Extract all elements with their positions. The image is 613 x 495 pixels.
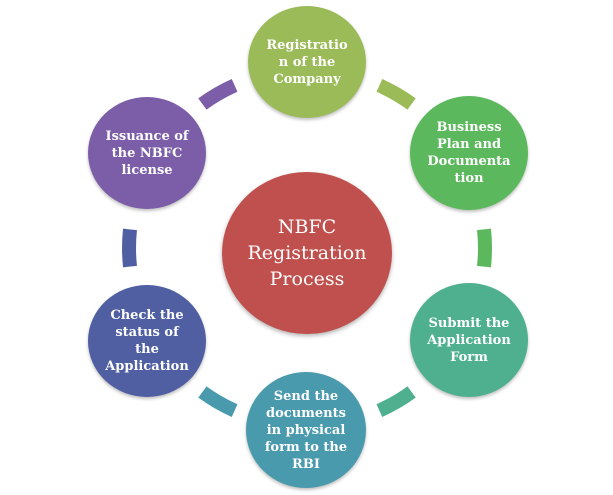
connector-check-status-to-issuance	[122, 228, 137, 268]
step-submit-application-form: Submit the Application Form	[410, 283, 528, 397]
step-business-plan-and-documentation: Business Plan and Documenta tion	[410, 96, 528, 210]
connector-business-plan-to-submit-form	[477, 228, 492, 268]
center-process-title: NBFC Registration Process	[222, 172, 392, 334]
step-send-documents-to-rbi: Send the documents in physical form to t…	[246, 372, 366, 488]
step-issuance-of-license: Issuance of the NBFC license	[88, 97, 206, 209]
connector-registration-to-business-plan	[376, 79, 416, 110]
step-check-application-status: Check the status of the Application	[88, 285, 206, 397]
connector-send-documents-to-check-status	[198, 386, 238, 417]
connector-submit-form-to-send-documents	[376, 386, 416, 417]
connector-issuance-to-registration	[198, 79, 238, 110]
step-registration-of-company: Registratio n of the Company	[248, 6, 366, 118]
